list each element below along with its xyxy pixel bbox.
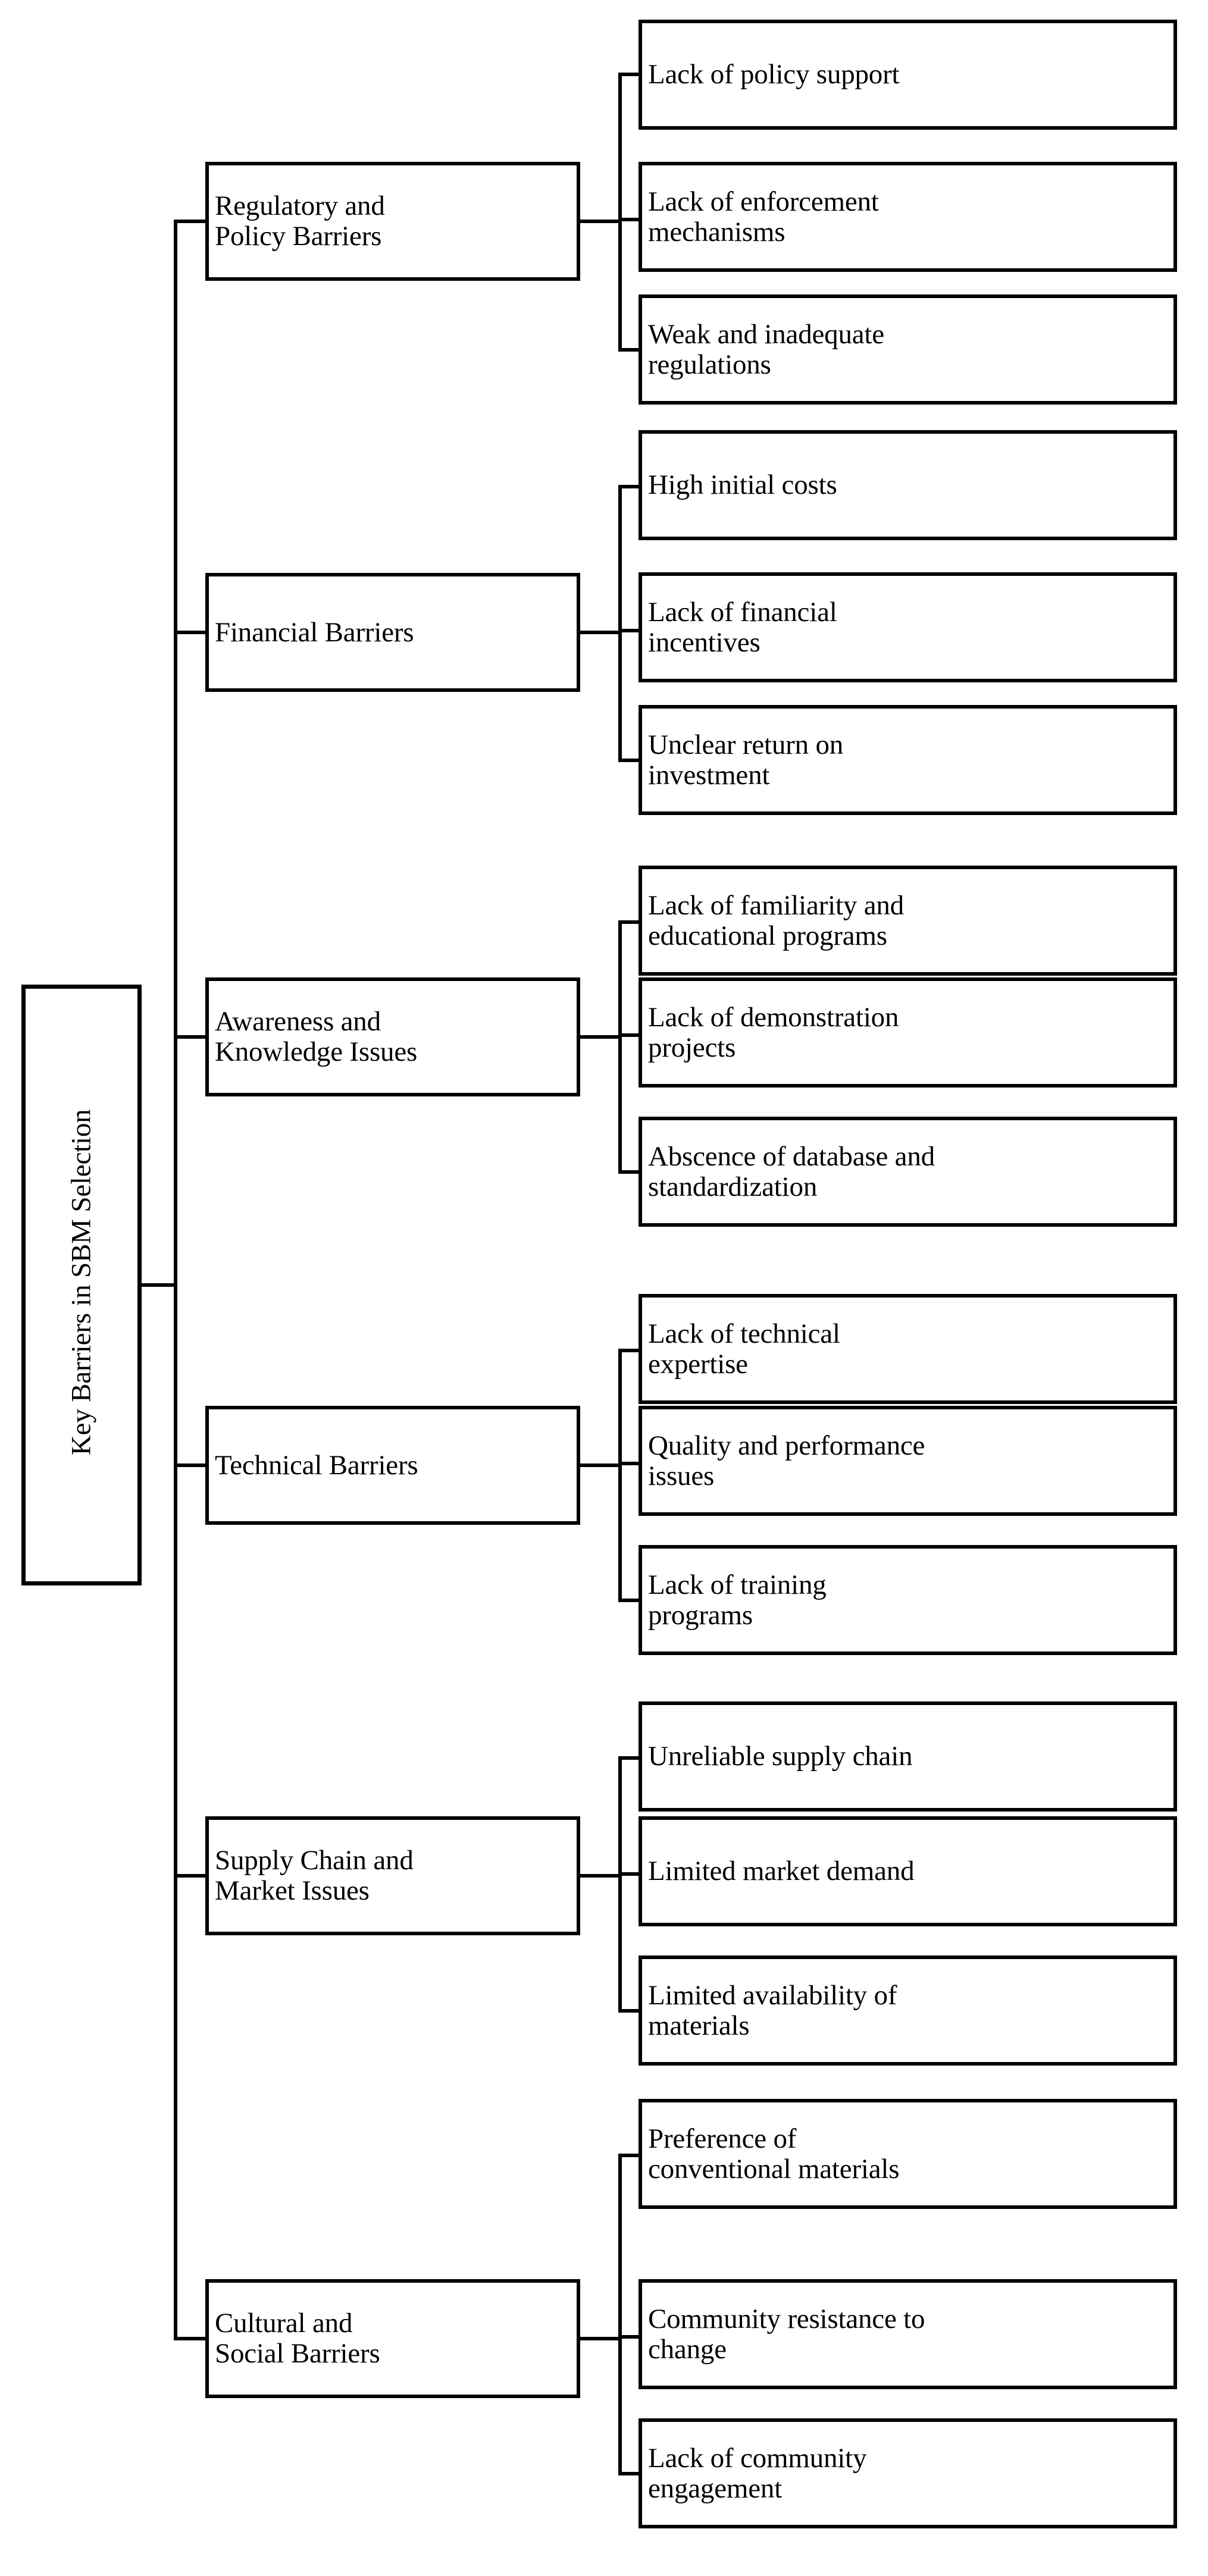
category-node-3[interactable]: Awareness and Knowledge Issues bbox=[205, 977, 580, 1096]
leaf-stub-5-3 bbox=[618, 2009, 642, 2013]
leaf-stub-1-3 bbox=[618, 348, 642, 352]
subtrunk-line-6 bbox=[618, 2155, 622, 2474]
leaf-node-3-3[interactable]: Abscence of database and standardization bbox=[639, 1117, 1177, 1227]
leaf-node-6-1-label: Preference of conventional materials bbox=[648, 2123, 900, 2185]
leaf-node-5-3[interactable]: Limited availability of materials bbox=[639, 1955, 1177, 2066]
subtrunk-line-3 bbox=[618, 922, 622, 1172]
subtrunk-stub-5 bbox=[578, 1874, 622, 1878]
leaf-stub-4-3 bbox=[618, 1599, 642, 1602]
leaf-node-1-3[interactable]: Weak and inadequate regulations bbox=[639, 294, 1177, 405]
category-node-1[interactable]: Regulatory and Policy Barriers bbox=[205, 162, 580, 281]
leaf-node-4-1-label: Lack of technical expertise bbox=[648, 1318, 840, 1380]
subtrunk-line-1 bbox=[618, 74, 622, 350]
leaf-node-2-1[interactable]: High initial costs bbox=[639, 430, 1177, 540]
leaf-node-5-2-label: Limited market demand bbox=[648, 1856, 915, 1887]
leaf-stub-3-3 bbox=[618, 1170, 642, 1174]
root-connector-stub bbox=[142, 1283, 177, 1287]
leaf-node-6-3-label: Lack of community engagement bbox=[648, 2442, 867, 2504]
subtrunk-line-4 bbox=[618, 1350, 622, 1600]
leaf-node-1-2-label: Lack of enforcement mechanisms bbox=[648, 186, 879, 247]
category-node-2[interactable]: Financial Barriers bbox=[205, 573, 580, 692]
subtrunk-stub-1 bbox=[578, 220, 622, 223]
leaf-stub-6-3 bbox=[618, 2472, 642, 2475]
leaf-node-3-1[interactable]: Lack of familiarity and educational prog… bbox=[639, 866, 1177, 976]
leaf-stub-3-1 bbox=[618, 920, 642, 924]
leaf-stub-6-2 bbox=[618, 2335, 642, 2339]
leaf-node-6-3[interactable]: Lack of community engagement bbox=[639, 2418, 1177, 2528]
category-node-4[interactable]: Technical Barriers bbox=[205, 1406, 580, 1525]
subtrunk-stub-6 bbox=[578, 2337, 622, 2340]
leaf-node-4-3-label: Lack of training programs bbox=[648, 1569, 827, 1631]
leaf-stub-1-2 bbox=[618, 218, 642, 221]
root-node-label: Key Barriers in SBM Selection bbox=[65, 1109, 97, 1456]
category-node-6-label: Cultural and Social Barriers bbox=[215, 2308, 380, 2369]
leaf-stub-2-1 bbox=[618, 485, 642, 488]
leaf-node-3-2-label: Lack of demonstration projects bbox=[648, 1001, 899, 1063]
leaf-node-4-2[interactable]: Quality and performance issues bbox=[639, 1406, 1177, 1516]
category-node-5[interactable]: Supply Chain and Market Issues bbox=[205, 1816, 580, 1935]
leaf-node-2-2[interactable]: Lack of financial incentives bbox=[639, 572, 1177, 682]
leaf-stub-3-2 bbox=[618, 1033, 642, 1037]
subtrunk-stub-2 bbox=[578, 631, 622, 634]
category-connector-5 bbox=[174, 1874, 207, 1878]
category-node-1-label: Regulatory and Policy Barriers bbox=[215, 190, 385, 252]
leaf-node-6-2-label: Community resistance to change bbox=[648, 2303, 925, 2365]
category-connector-6 bbox=[174, 2337, 207, 2340]
leaf-node-3-1-label: Lack of familiarity and educational prog… bbox=[648, 889, 904, 951]
subtrunk-line-5 bbox=[618, 1758, 622, 2011]
leaf-node-5-3-label: Limited availability of materials bbox=[648, 1979, 897, 2041]
category-node-6[interactable]: Cultural and Social Barriers bbox=[205, 2279, 580, 2398]
leaf-node-5-1-label: Unreliable supply chain bbox=[648, 1741, 913, 1772]
category-node-5-label: Supply Chain and Market Issues bbox=[215, 1845, 414, 1906]
leaf-node-5-2[interactable]: Limited market demand bbox=[639, 1816, 1177, 1926]
leaf-node-5-1[interactable]: Unreliable supply chain bbox=[639, 1701, 1177, 1812]
category-connector-3 bbox=[174, 1035, 207, 1039]
leaf-node-4-1[interactable]: Lack of technical expertise bbox=[639, 1294, 1177, 1404]
leaf-node-2-3[interactable]: Unclear return on investment bbox=[639, 705, 1177, 815]
subtrunk-stub-4 bbox=[578, 1464, 622, 1467]
category-connector-2 bbox=[174, 631, 207, 634]
leaf-node-6-2[interactable]: Community resistance to change bbox=[639, 2279, 1177, 2389]
leaf-node-6-1[interactable]: Preference of conventional materials bbox=[639, 2099, 1177, 2209]
leaf-node-1-1-label: Lack of policy support bbox=[648, 59, 900, 90]
leaf-node-2-2-label: Lack of financial incentives bbox=[648, 596, 837, 658]
leaf-stub-5-1 bbox=[618, 1756, 642, 1760]
leaf-stub-6-1 bbox=[618, 2154, 642, 2157]
leaf-node-4-2-label: Quality and performance issues bbox=[648, 1430, 925, 1491]
leaf-stub-2-3 bbox=[618, 759, 642, 762]
leaf-stub-5-2 bbox=[618, 1872, 642, 1876]
leaf-node-1-1[interactable]: Lack of policy support bbox=[639, 20, 1177, 130]
leaf-node-3-2[interactable]: Lack of demonstration projects bbox=[639, 977, 1177, 1088]
leaf-node-3-3-label: Abscence of database and standardization bbox=[648, 1140, 935, 1202]
category-node-4-label: Technical Barriers bbox=[215, 1449, 418, 1481]
leaf-stub-2-2 bbox=[618, 629, 642, 632]
category-connector-1 bbox=[174, 220, 207, 223]
leaf-node-4-3[interactable]: Lack of training programs bbox=[639, 1545, 1177, 1655]
leaf-node-2-1-label: High initial costs bbox=[648, 469, 837, 501]
main-trunk-line bbox=[174, 221, 177, 2340]
leaf-stub-1-1 bbox=[618, 73, 642, 76]
subtrunk-line-2 bbox=[618, 487, 622, 760]
root-node[interactable]: Key Barriers in SBM Selection bbox=[21, 985, 142, 1585]
leaf-stub-4-1 bbox=[618, 1349, 642, 1352]
category-node-3-label: Awareness and Knowledge Issues bbox=[215, 1006, 418, 1067]
subtrunk-stub-3 bbox=[578, 1035, 622, 1039]
category-connector-4 bbox=[174, 1464, 207, 1467]
leaf-node-2-3-label: Unclear return on investment bbox=[648, 729, 844, 791]
leaf-stub-4-2 bbox=[618, 1462, 642, 1465]
category-node-2-label: Financial Barriers bbox=[215, 616, 414, 648]
leaf-node-1-2[interactable]: Lack of enforcement mechanisms bbox=[639, 162, 1177, 272]
leaf-node-1-3-label: Weak and inadequate regulations bbox=[648, 318, 884, 380]
